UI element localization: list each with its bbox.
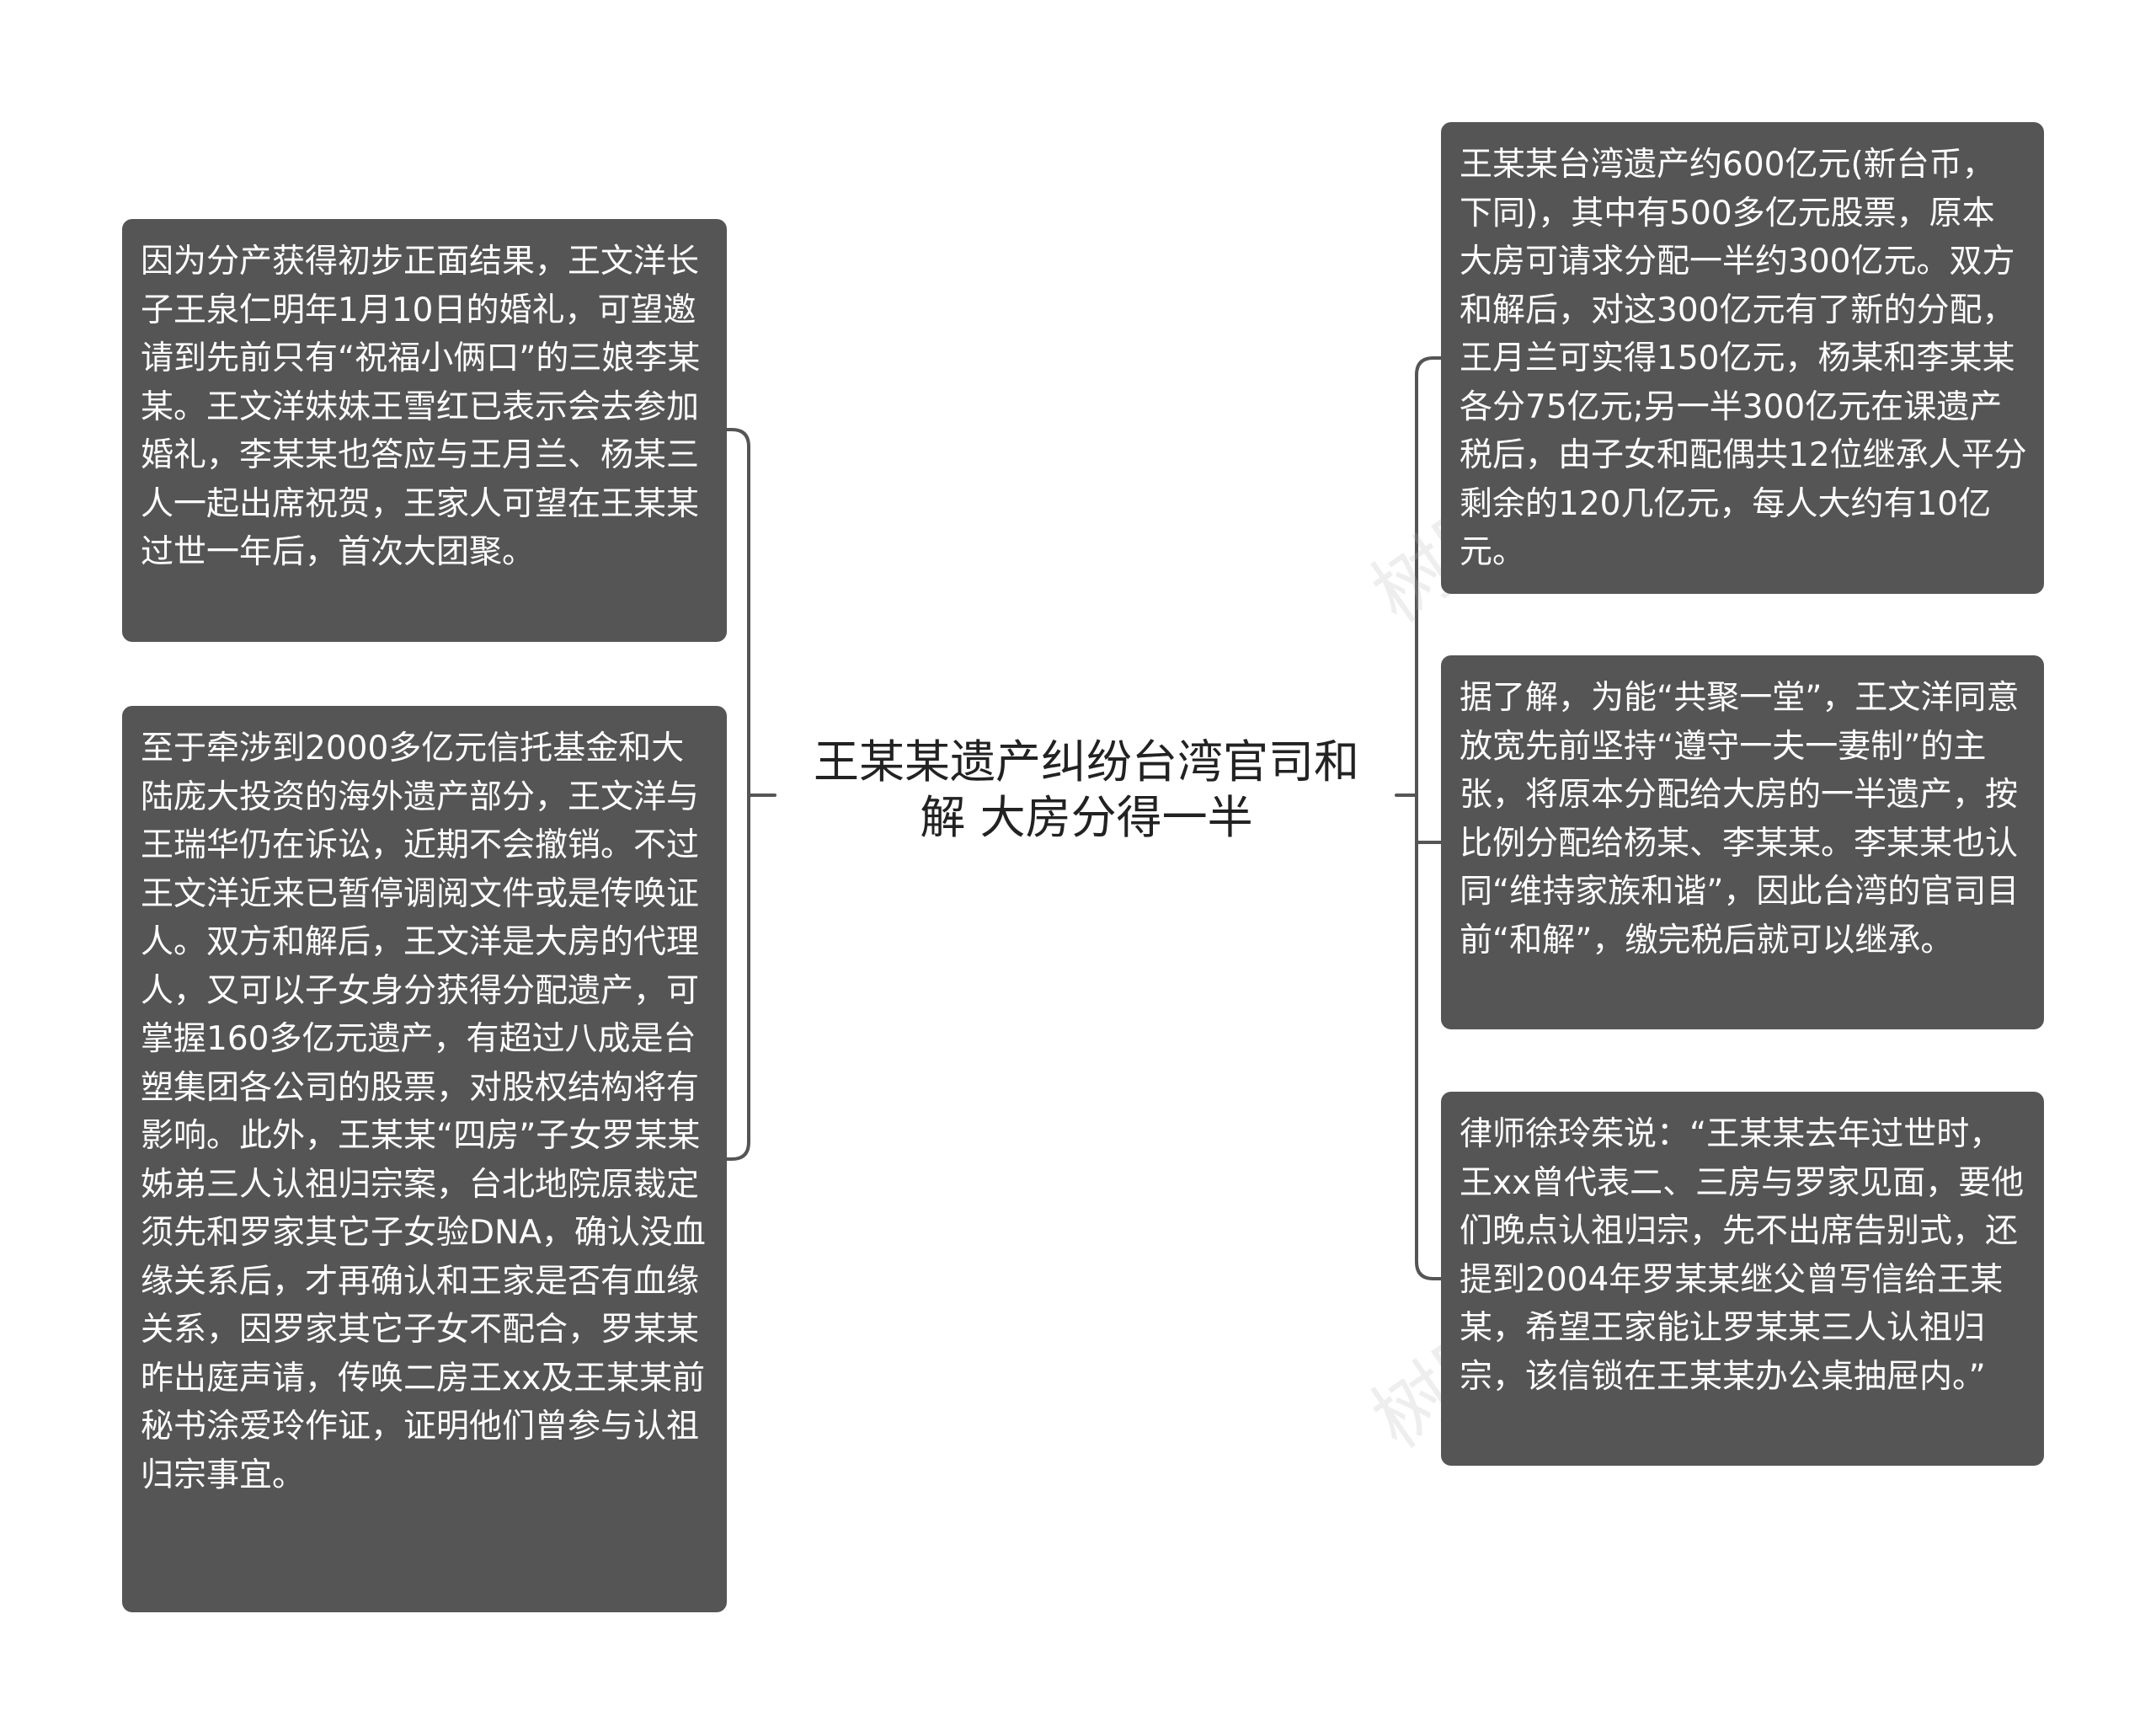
left-topic-1-text: 因为分产获得初步正面结果，王文洋长子王泉仁明年1月10日的婚礼，可望邀请到先前只…	[141, 243, 701, 571]
right-topic-3[interactable]: 律师徐玲茱说：“王某某去年过世时，王xx曾代表二、三房与罗家见面，要他们晚点认祖…	[1441, 1092, 2044, 1466]
root-topic[interactable]: 王某某遗产纠纷台湾官司和解 大房分得一半	[792, 724, 1381, 859]
connector-right-branch-3	[1415, 794, 1443, 1280]
right-topic-1[interactable]: 王某某台湾遗产约600亿元(新台币，下同)，其中有500多亿元股票，原本大房可请…	[1441, 122, 2044, 594]
left-topic-2-text: 至于牵涉到2000多亿元信托基金和大陆庞大投资的海外遗产部分，王文洋与王瑞华仍在…	[141, 729, 706, 1494]
right-topic-2-text: 据了解，为能“共聚一堂”，王文洋同意放宽先前坚持“遵守一夫一妻制”的主张，将原本…	[1460, 679, 2020, 959]
connector-right-branch-2	[1415, 794, 1443, 845]
connector-right-branch-1	[1415, 356, 1443, 797]
root-topic-title: 王某某遗产纠纷台湾官司和解 大房分得一半	[814, 735, 1359, 844]
left-topic-2[interactable]: 至于牵涉到2000多亿元信托基金和大陆庞大投资的海外遗产部分，王文洋与王瑞华仍在…	[122, 706, 727, 1612]
connector-left-branch-2	[725, 794, 750, 1161]
right-topic-2[interactable]: 据了解，为能“共聚一堂”，王文洋同意放宽先前坚持“遵守一夫一妻制”的主张，将原本…	[1441, 655, 2044, 1029]
left-topic-1[interactable]: 因为分产获得初步正面结果，王文洋长子王泉仁明年1月10日的婚礼，可望邀请到先前只…	[122, 219, 727, 642]
right-topic-3-text: 律师徐玲茱说：“王某某去年过世时，王xx曾代表二、三房与罗家见面，要他们晚点认祖…	[1460, 1115, 2025, 1396]
right-topic-1-text: 王某某台湾遗产约600亿元(新台币，下同)，其中有500多亿元股票，原本大房可请…	[1460, 146, 2027, 571]
connector-left-branch-1	[725, 428, 750, 797]
